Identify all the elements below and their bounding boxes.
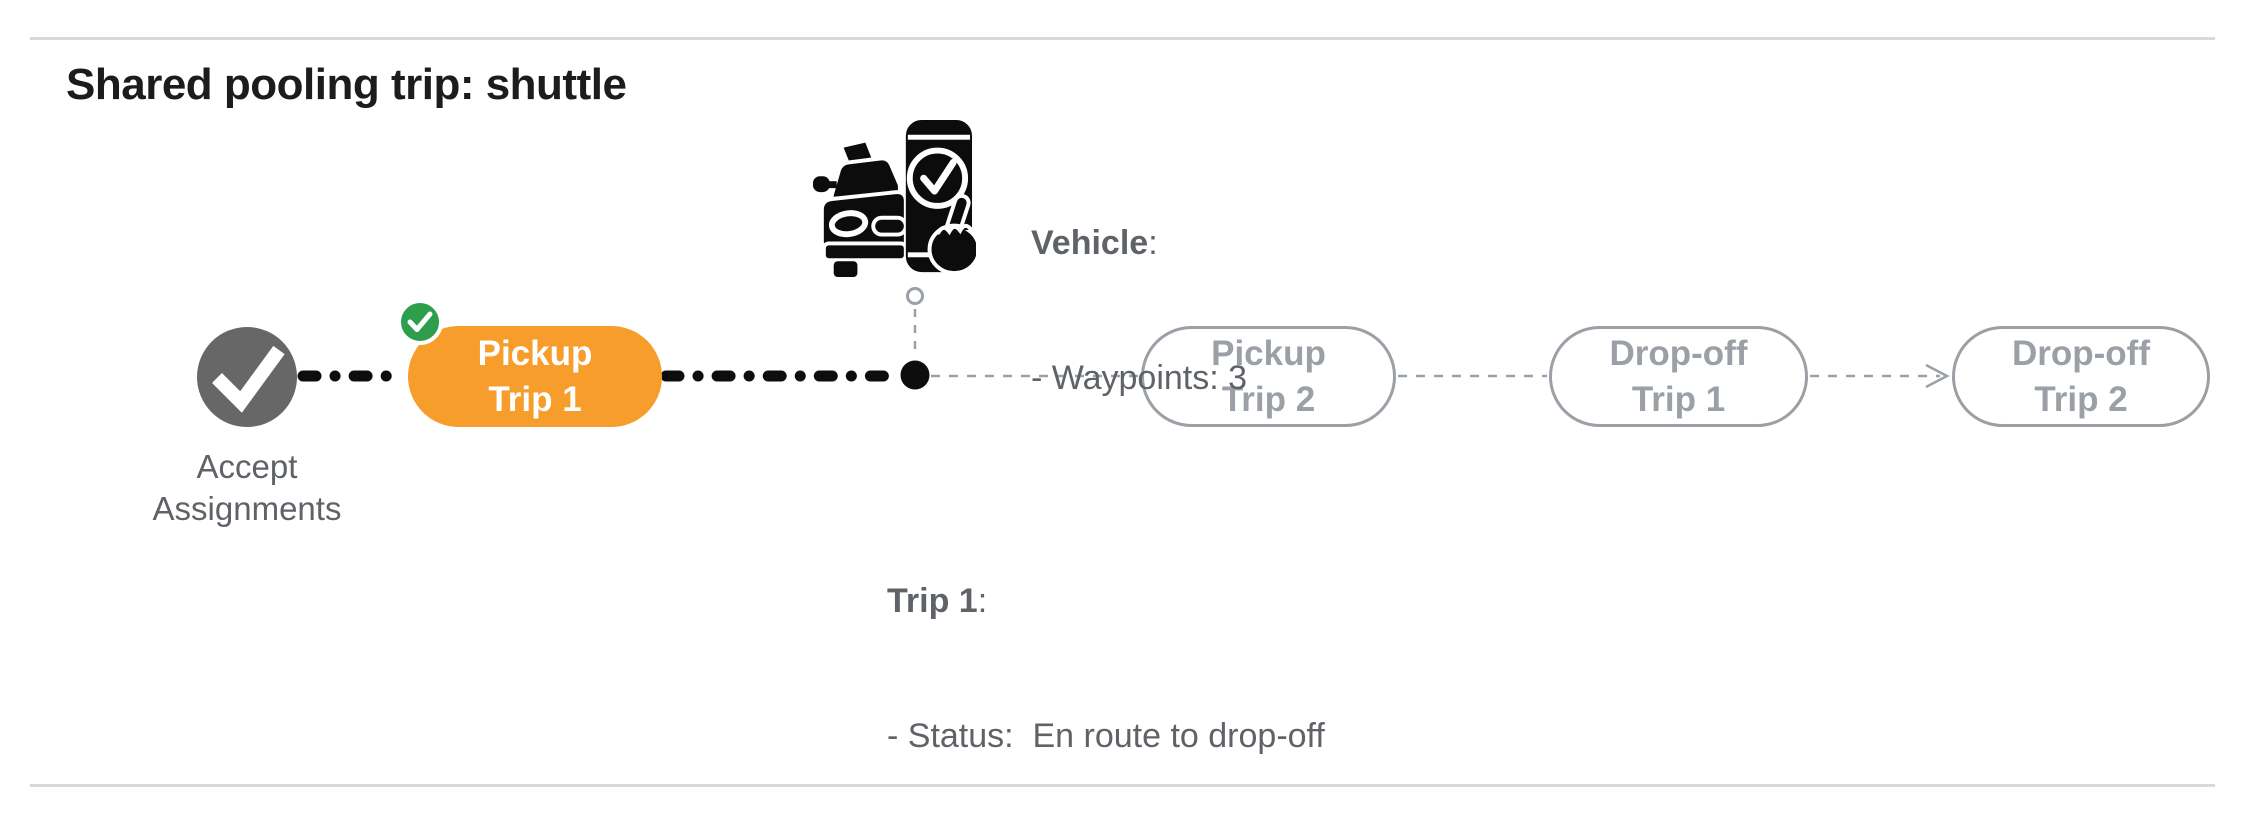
start-node-label-line1: Accept bbox=[196, 448, 298, 485]
trip-info: Trip 1: - Status: En route to drop-off -… bbox=[887, 489, 1325, 825]
stage-label-line2: Trip 2 bbox=[1221, 379, 1316, 419]
stage-label-line1: Pickup bbox=[477, 333, 593, 373]
car-icon bbox=[812, 142, 908, 278]
trip1-colon: : bbox=[977, 582, 988, 620]
stage-label-line1: Drop-off bbox=[1609, 333, 1748, 373]
check-badge-icon bbox=[397, 299, 443, 345]
start-node-label: Accept Assignments bbox=[97, 446, 397, 530]
stage-pickup-trip1: Pickup Trip 1 bbox=[408, 326, 662, 427]
vehicle-position-dot bbox=[900, 360, 930, 390]
vehicle-info-heading-text: Vehicle bbox=[1031, 224, 1149, 262]
stage-label-line1: Pickup bbox=[1211, 333, 1326, 373]
waypoint-circle-icon bbox=[906, 287, 924, 305]
stage-dropoff-trip2: Drop-off Trip 2 bbox=[1952, 326, 2210, 427]
vehicle-info-colon: : bbox=[1148, 224, 1158, 262]
vehicle-info-waypoints: - Waypoints: 3 bbox=[1031, 359, 1248, 397]
stage-pickup-trip2: Pickup Trip 2 bbox=[1141, 326, 1396, 427]
top-divider bbox=[30, 37, 2215, 40]
trip1-heading-text: Trip 1 bbox=[887, 582, 978, 620]
car-smartphone-check-icon bbox=[812, 119, 976, 278]
stage-label-line1: Drop-off bbox=[2011, 333, 2150, 373]
hand-pointer-icon bbox=[927, 193, 976, 276]
stage-label-line2: Trip 2 bbox=[2034, 379, 2128, 419]
vehicle-info-heading: Vehicle: bbox=[1031, 221, 1247, 266]
stage-label-line2: Trip 1 bbox=[1631, 379, 1726, 419]
arrow-right-icon bbox=[1925, 363, 1950, 389]
page-title: Shared pooling trip: shuttle bbox=[66, 60, 627, 109]
check-circle-icon bbox=[197, 327, 297, 427]
vehicle-info: Vehicle: - Waypoints: 3 bbox=[1031, 131, 1247, 491]
bottom-divider bbox=[30, 784, 2215, 787]
trip1-status: - Status: En route to drop-off bbox=[887, 717, 1325, 755]
trip1-heading: Trip 1: bbox=[887, 579, 1325, 624]
start-node-label-line2: Assignments bbox=[152, 490, 342, 527]
stage-label-line2: Trip 1 bbox=[488, 379, 582, 419]
stage-dropoff-trip1: Drop-off Trip 1 bbox=[1549, 326, 1808, 427]
